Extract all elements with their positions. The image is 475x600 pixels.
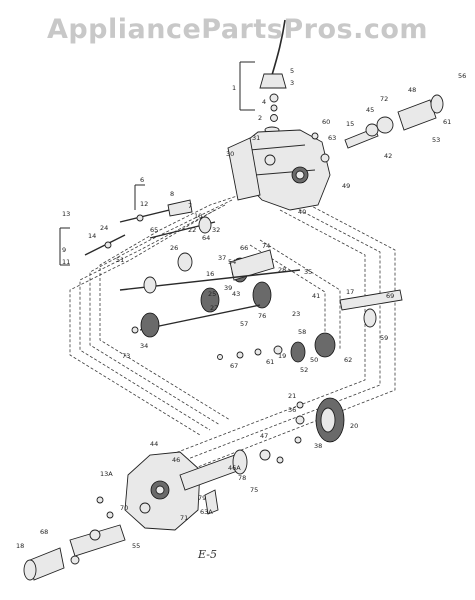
callout: 45 [366, 106, 374, 114]
callout: 53 [432, 136, 440, 144]
callout: 36 [288, 406, 296, 414]
callout: 13A [100, 470, 113, 478]
callout: 70 [120, 504, 128, 512]
callout: 11 [62, 258, 70, 266]
callout: 78 [238, 474, 246, 482]
callout: 23 [292, 310, 300, 318]
callout: 41 [312, 292, 320, 300]
callout: 14 [88, 232, 96, 240]
callout: 21 [288, 392, 296, 400]
callout: 39 [224, 284, 232, 292]
ring-gear [294, 397, 345, 444]
callout: 48 [408, 86, 416, 94]
callout: 68 [40, 528, 48, 536]
callout: 12 [140, 200, 148, 208]
upper-housing [227, 129, 331, 211]
callout: 72 [380, 95, 388, 103]
assembly-guide-lines [69, 194, 396, 471]
callout: 8 [170, 190, 174, 198]
callout: 57 [240, 320, 248, 328]
callout: 75 [250, 486, 258, 494]
callout: 44 [150, 440, 158, 448]
callout: 30 [226, 150, 234, 158]
callout: 20 [350, 422, 358, 430]
callout: 55 [132, 542, 140, 550]
callout: 49 [342, 182, 350, 190]
callout: 13 [62, 210, 70, 218]
callout: 61 [443, 118, 451, 126]
callout: 15 [346, 120, 354, 128]
callout: 17 [346, 288, 354, 296]
callout: 79 [198, 494, 206, 502]
callout: 71 [180, 514, 188, 522]
callout: 25 [208, 290, 216, 298]
callout: 16 [206, 270, 214, 278]
callout: 63A [200, 508, 213, 516]
shift-rail-parts [59, 184, 193, 266]
callout: 50 [310, 356, 318, 364]
callout: 27 [210, 304, 218, 312]
callout: 42 [384, 152, 392, 160]
callout: 5 [290, 67, 294, 75]
gear-cluster [119, 216, 403, 363]
callout: 18 [16, 542, 24, 550]
callout: 61 [266, 358, 274, 366]
callout: 24 [100, 224, 108, 232]
callout: 67 [230, 362, 238, 370]
callout: 65 [150, 226, 158, 234]
callout: 6 [140, 176, 144, 184]
figure-caption: E-5 [197, 548, 217, 561]
callout: 28 [278, 266, 286, 274]
upper-axle-parts [311, 94, 444, 163]
callout: 31 [252, 134, 260, 142]
callout: 19 [278, 352, 286, 360]
callout: 3 [290, 79, 294, 87]
callout: 46A [228, 464, 241, 472]
callout: 64 [202, 234, 210, 242]
callout: 1 [232, 84, 236, 92]
callout: 22 [188, 226, 196, 234]
callout: 35 [304, 268, 312, 276]
callout: 47 [260, 432, 268, 440]
callout: 62 [344, 356, 352, 364]
callout: 56 [458, 72, 466, 80]
callout: 7 [188, 202, 192, 210]
callout: 46 [172, 456, 180, 464]
callout: 76 [258, 312, 266, 320]
callout: 59 [380, 334, 388, 342]
callout: 4 [262, 98, 266, 106]
lower-axle-parts [23, 496, 126, 581]
callout: 52 [300, 366, 308, 374]
callout: 32 [212, 226, 220, 234]
callout: 9 [62, 246, 66, 254]
callout: 2 [258, 114, 262, 122]
callout: 58 [298, 328, 306, 336]
lower-housing [124, 449, 284, 531]
callout: 63 [328, 134, 336, 142]
callout: 26 [170, 244, 178, 252]
callout: 38 [314, 442, 322, 450]
callout: 69 [386, 292, 394, 300]
callout: 51 [116, 256, 124, 264]
callout: 54 [228, 258, 236, 266]
callout: 40 [298, 208, 306, 216]
callout: 73 [122, 352, 130, 360]
callout-labels: 56 1 5 3 4 2 45 72 48 60 63 15 31 61 53 … [16, 67, 466, 550]
callout: 10 [194, 212, 202, 220]
callout: 74 [262, 242, 270, 250]
shift-lever-assembly [239, 19, 287, 134]
callout: 43 [232, 290, 240, 298]
callout: 34 [140, 342, 148, 350]
callout: 66 [240, 244, 248, 252]
callout: 37 [218, 254, 226, 262]
callout: 60 [322, 118, 330, 126]
